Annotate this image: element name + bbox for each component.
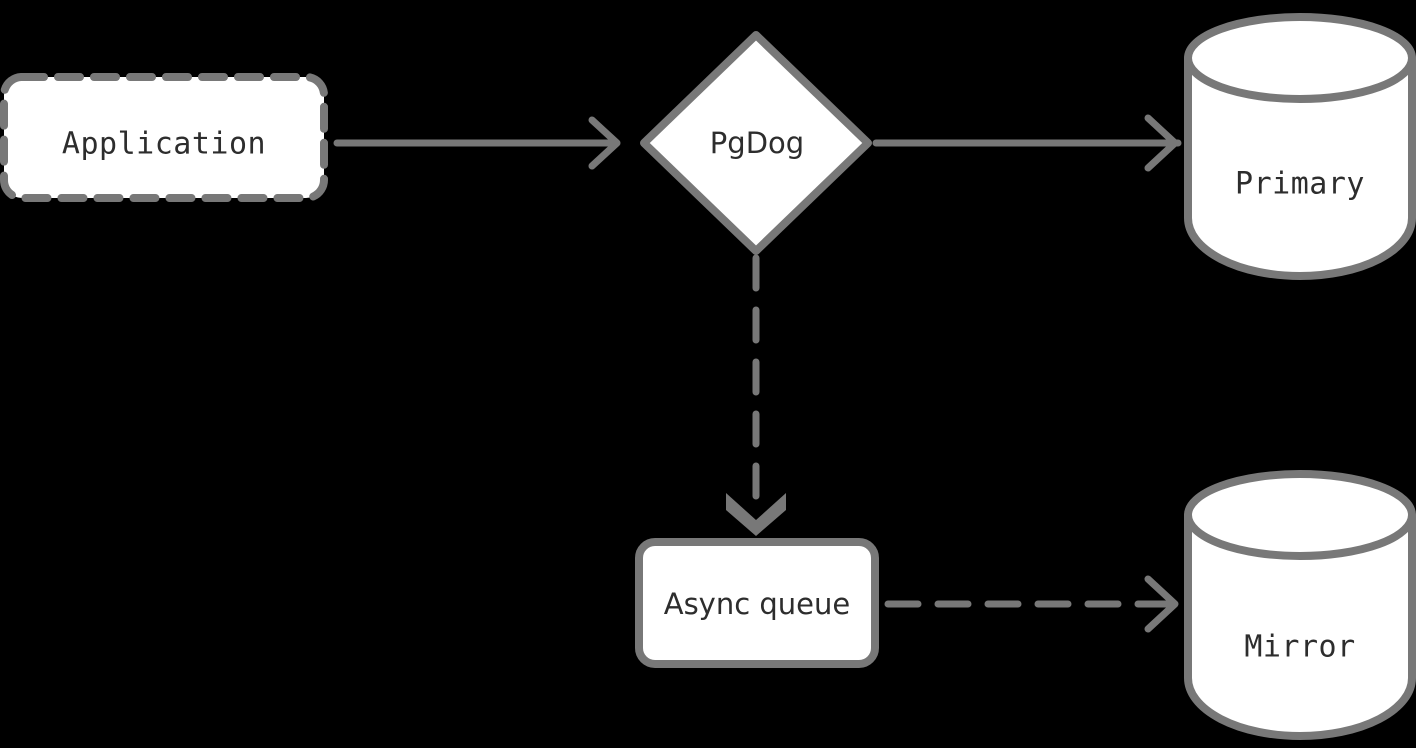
- node-pgdog-border: [640, 31, 872, 255]
- node-primary-body-fill: [1188, 58, 1412, 276]
- node-mirror-top-border: [1184, 470, 1416, 560]
- node-async-queue-label: Async queue: [664, 587, 851, 621]
- node-mirror[interactable]: Mirror: [1184, 470, 1416, 740]
- edge-application-to-pgdog: [333, 116, 621, 170]
- node-async-queue-border: [635, 538, 879, 668]
- node-pgdog-label: PgDog: [710, 126, 804, 160]
- edge-pgdog-to-async-queue-arrowhead: [726, 493, 786, 536]
- node-application-label: Application: [62, 127, 266, 162]
- node-mirror-body-border: [1184, 511, 1416, 740]
- node-mirror-top-fill: [1188, 474, 1412, 556]
- node-application-border: [0, 73, 328, 202]
- edge-application-to-pgdog-arrowhead: [588, 116, 621, 170]
- node-pgdog[interactable]: PgDog: [640, 31, 872, 255]
- edge-async-queue-to-mirror: [884, 575, 1182, 633]
- node-primary-body-border: [1184, 54, 1416, 280]
- node-application-fill: [4, 77, 324, 198]
- node-async-queue-fill: [639, 542, 875, 664]
- node-application[interactable]: Application: [0, 73, 328, 202]
- node-primary-top-fill: [1188, 17, 1412, 99]
- node-primary-label: Primary: [1235, 167, 1365, 202]
- edge-pgdog-to-primary: [872, 114, 1182, 172]
- edge-pgdog-to-async-queue: [726, 254, 786, 536]
- node-mirror-body-fill: [1188, 515, 1412, 736]
- node-primary-top-border: [1184, 13, 1416, 103]
- edge-pgdog-to-primary-arrowhead: [1144, 114, 1179, 172]
- node-async-queue[interactable]: Async queue: [635, 538, 879, 668]
- node-mirror-label: Mirror: [1244, 630, 1355, 665]
- node-primary[interactable]: Primary: [1184, 13, 1416, 280]
- edge-async-queue-to-mirror-arrowhead: [1144, 575, 1179, 633]
